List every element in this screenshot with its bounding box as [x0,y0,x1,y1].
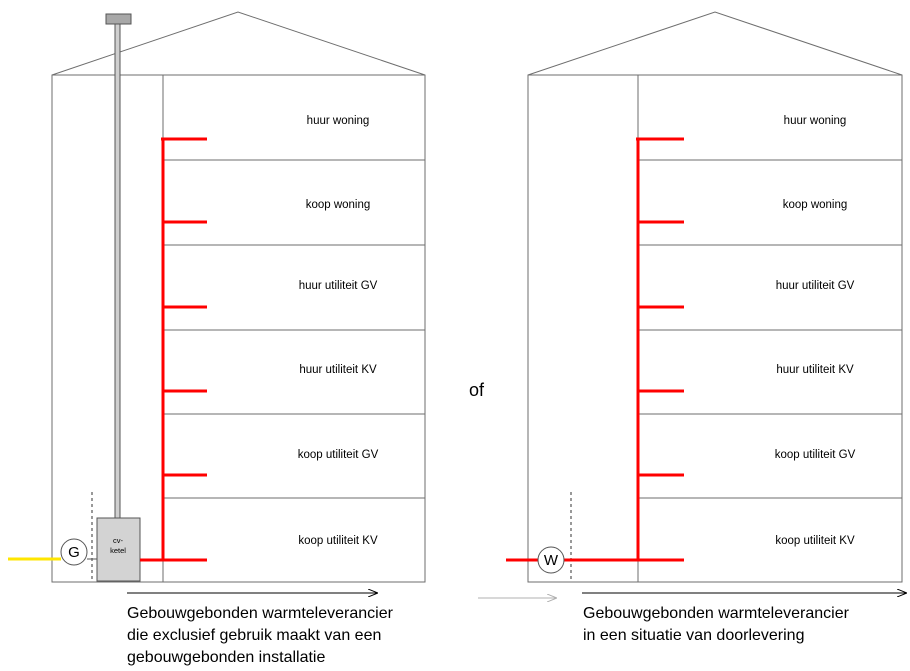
chimney-pipe [114,23,121,519]
left-floor-label: koop utiliteit KV [298,535,378,547]
boiler [96,517,141,582]
left-floor-label: huur utiliteit GV [299,280,378,292]
right-building-outline [527,11,903,583]
gas-meter-icon [60,538,88,566]
right-floor-label: koop utiliteit GV [775,449,856,461]
left-building: cv- ketel G huur woning koop woning huur… [8,11,426,583]
chimney-cap [105,13,132,25]
right-caption-line-1: Gebouwgebonden warmteleverancier [583,605,850,622]
right-floor-label: huur woning [784,115,847,127]
left-building-outline [51,11,426,583]
heat-meter-label: W [544,552,559,569]
right-floor-label: koop utiliteit KV [775,535,855,547]
left-caption-line-3: gebouwgebonden installatie [127,649,325,666]
right-building: W huur woning koop woning huur utiliteit… [506,11,903,583]
right-floor-label: huur utiliteit KV [776,364,854,376]
right-floor-label: huur utiliteit GV [776,280,855,292]
boiler-label-line-2: ketel [110,546,126,555]
left-floor-label: koop utiliteit GV [298,449,379,461]
left-caption-line-2: die exclusief gebruik maakt van een [127,627,381,644]
right-floor-label: koop woning [783,199,848,211]
or-separator: of [469,380,485,400]
left-floor-label: huur utiliteit KV [299,364,377,376]
left-floor-label: koop woning [306,199,371,211]
left-floor-label: huur woning [307,115,370,127]
right-caption-line-2: in een situatie van doorlevering [583,627,804,644]
gas-meter-label: G [68,544,80,561]
boiler-label-line-1: cv- [113,536,124,545]
left-caption-line-1: Gebouwgebonden warmteleverancier [127,605,394,622]
heat-meter-icon [537,546,565,574]
